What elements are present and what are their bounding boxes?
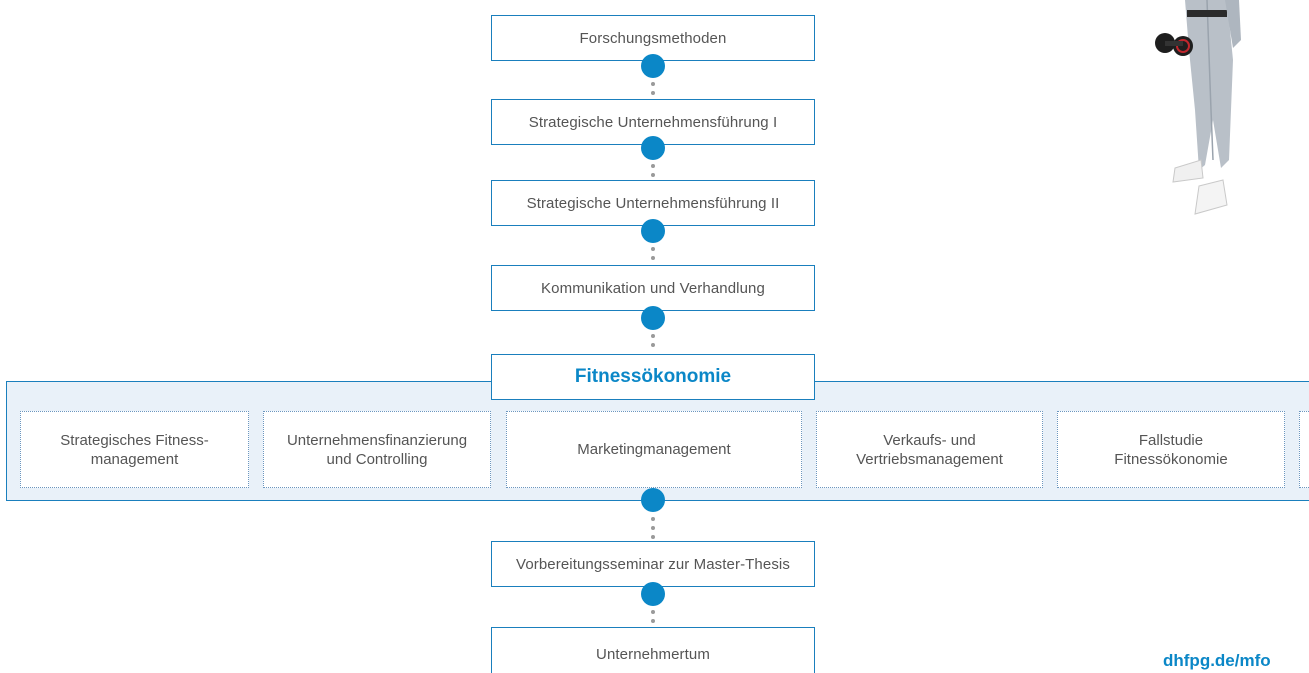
timeline-connector [651,334,655,352]
timeline-dot [641,219,665,243]
timeline-connector [651,82,655,100]
module-label: Strategische Unternehmensführung II [526,194,780,212]
timeline-connector [651,610,655,628]
timeline-dot [641,136,665,160]
module-label: Strategische Unternehmensführung I [528,113,778,131]
submodule-label-line1: Strategisches Fitness- [60,431,209,449]
module-unternehmertum: Unternehmertum [491,627,815,673]
person-photo-icon [1155,0,1241,215]
submodule-strategisches-fitnessmanagement: Strategisches Fitness-management [20,411,249,488]
module-label: Forschungsmethoden [579,29,727,47]
submodule-label-line2: management [90,450,179,468]
module-kommunikation-verhandlung: Kommunikation und Verhandlung [491,265,815,311]
submodule-label-line2: Vertriebsmanagement [856,450,1003,468]
submodule-label-line1: Unternehmensfinanzierung [286,431,468,449]
module-label: Unternehmertum [596,646,710,663]
footer-url-link[interactable]: dhfpg.de/mfo [1163,651,1271,670]
timeline-connector [651,164,655,182]
timeline-connector [651,247,655,265]
submodule-label-line1: Verkaufs- und [883,431,976,449]
submodule-partial [1299,411,1309,488]
timeline-dot [641,306,665,330]
module-forschungsmethoden: Forschungsmethoden [491,15,815,61]
submodule-label-line2: Fitnessökonomie [1114,450,1228,468]
timeline-dot [641,488,665,512]
submodule-label-line1: Marketingmanagement [577,441,731,458]
submodule-label-line2: und Controlling [326,450,428,468]
timeline-dot [641,54,665,78]
submodule-label-line1: Fallstudie [1138,431,1204,449]
module-label: Vorbereitungsseminar zur Master-Thesis [516,555,790,573]
focus-title-label: Fitnessökonomie [574,366,732,387]
timeline-dot [641,582,665,606]
focus-title: Fitnessökonomie [491,354,815,400]
module-label: Kommunikation und Verhandlung [541,279,765,297]
submodule-marketingmanagement: Marketingmanagement [506,411,802,488]
timeline-connector [651,517,655,544]
module-vorbereitungsseminar: Vorbereitungsseminar zur Master-Thesis [491,541,815,587]
